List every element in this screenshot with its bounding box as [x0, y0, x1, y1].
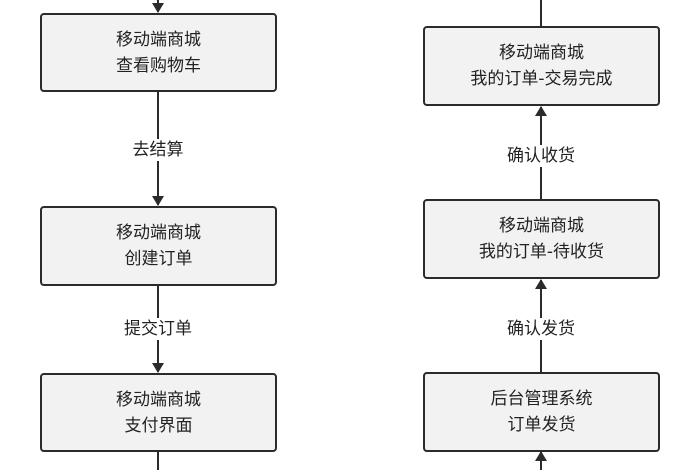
node-create-order: 移动端商城 创建订单 — [40, 206, 277, 286]
edge-label-submit-order: 提交订单 — [122, 318, 194, 340]
node-order-complete: 移动端商城 我的订单-交易完成 — [423, 26, 660, 106]
edge-label-checkout: 去结算 — [130, 139, 186, 161]
node-create-order-line2: 创建订单 — [124, 249, 193, 269]
node-admin-ship-line2: 订单发货 — [507, 415, 576, 435]
node-admin-ship-line1: 后台管理系统 — [490, 389, 593, 409]
node-admin-ship: 后台管理系统 订单发货 — [423, 372, 660, 452]
node-order-complete-line1: 移动端商城 — [499, 43, 584, 63]
node-payment-line1: 移动端商城 — [116, 389, 201, 410]
node-order-complete-line2: 我的订单-交易完成 — [470, 69, 613, 89]
node-order-receiving-line1: 移动端商城 — [499, 216, 584, 236]
node-view-cart: 移动端商城 查看购物车 — [40, 13, 277, 92]
node-order-receiving-line2: 我的订单-待收货 — [478, 242, 605, 262]
node-order-receiving: 移动端商城 我的订单-待收货 — [423, 199, 660, 279]
node-view-cart-line2: 查看购物车 — [116, 55, 201, 76]
node-payment-line2: 支付界面 — [124, 415, 193, 436]
node-payment: 移动端商城 支付界面 — [40, 373, 277, 452]
node-view-cart-line1: 移动端商城 — [116, 29, 201, 50]
edge-label-confirm-ship: 确认发货 — [505, 318, 577, 340]
edge-label-confirm-receive: 确认收货 — [505, 145, 577, 167]
node-create-order-line1: 移动端商城 — [116, 223, 201, 243]
